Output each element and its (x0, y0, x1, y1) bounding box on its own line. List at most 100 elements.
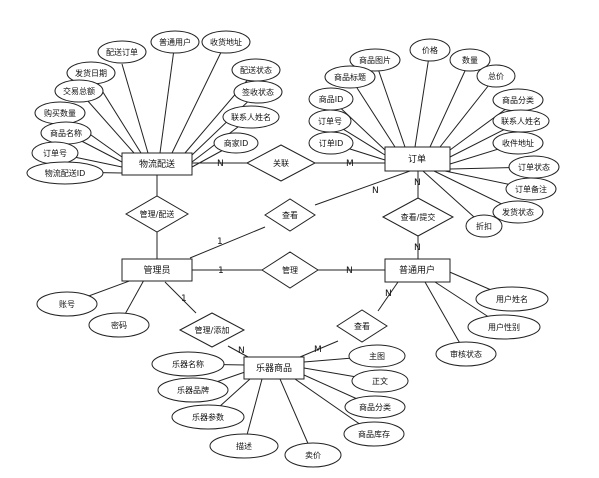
attribute-label: 商品ID (319, 94, 344, 104)
attribute-user-name[interactable]: 用户姓名 (475, 286, 549, 312)
cardinality-label: N (372, 186, 379, 196)
attribute-body-text[interactable]: 正文 (351, 369, 409, 393)
cardinality-label: N (217, 159, 224, 169)
attribute-contact-name[interactable]: 联系人姓名 (222, 105, 280, 129)
entity-label: 乐器商品 (256, 362, 292, 374)
attribute-label: 商品分类 (502, 95, 534, 105)
delivery-attributes: 配送订单 发货日期 交易总额 购买数量 商品名称 订单号 物流配送ID 普通用户… (26, 30, 283, 185)
attribute-label: 用户姓名 (496, 294, 528, 304)
attribute-account[interactable]: 账号 (36, 291, 98, 317)
attribute-label: 商品库存 (358, 429, 390, 439)
relationship-associate[interactable]: 关联 (245, 144, 317, 182)
product-attributes: 乐器名称 乐器品牌 乐器参数 描述 主图 正文 商品分类 商品库存 卖价 (151, 344, 409, 468)
attribute-discount[interactable]: 折扣 (465, 214, 503, 238)
entity-order[interactable]: 订单 (384, 146, 451, 172)
attribute-label: 商品图片 (359, 55, 391, 65)
order-attributes: 商品图片 价格 数量 商品标题 商品ID 订单号 订单ID 总价 商品分类 联系… (308, 38, 560, 238)
attribute-main-image[interactable]: 主图 (348, 344, 406, 368)
attribute-label: 卖价 (305, 451, 321, 460)
attribute-product-name[interactable]: 商品名称 (40, 121, 92, 145)
attribute-label: 密码 (111, 320, 127, 330)
relationship-label: 管理/添加 (195, 325, 230, 335)
attribute-label: 商品名称 (50, 128, 82, 138)
attribute-label: 物流配送ID (45, 168, 86, 178)
cardinality-label: N (385, 289, 392, 299)
attribute-label: 订单备注 (515, 184, 547, 194)
attribute-label: 签收状态 (242, 87, 274, 97)
attribute-ship-status[interactable]: 发货状态 (492, 200, 544, 224)
attribute-label: 数量 (462, 55, 478, 65)
attribute-product-title[interactable]: 商品标题 (324, 65, 376, 89)
attribute-order-number[interactable]: 订单号 (308, 109, 352, 133)
relationship-manage-add[interactable]: 管理/添加 (178, 312, 246, 348)
attribute-order-contact-name[interactable]: 联系人姓名 (492, 109, 550, 133)
attribute-label: 总价 (488, 71, 504, 81)
attribute-label: 发货日期 (75, 68, 107, 78)
attribute-total-price[interactable]: 总价 (476, 64, 516, 88)
attribute-ship-address[interactable]: 收件地址 (492, 131, 544, 155)
attribute-buy-quantity[interactable]: 购买数量 (34, 101, 86, 125)
relationship-label: 关联 (273, 158, 289, 168)
attribute-sign-status[interactable]: 签收状态 (233, 80, 283, 104)
attribute-user-gender[interactable]: 用户性别 (467, 314, 541, 340)
relationship-label: 查看/提交 (401, 212, 436, 222)
attribute-label: 乐器名称 (172, 359, 204, 369)
relationship-view-submit[interactable]: 查看/提交 (381, 197, 455, 237)
cardinality-label: M (314, 345, 322, 355)
cardinality-label: 1 (181, 294, 187, 304)
entity-user[interactable]: 普通用户 (384, 258, 451, 283)
attribute-product-stock[interactable]: 商品库存 (343, 421, 405, 447)
attribute-product-id[interactable]: 商品ID (308, 87, 354, 111)
attribute-label: 配送状态 (240, 65, 272, 75)
attribute-sale-price[interactable]: 卖价 (284, 442, 342, 468)
attribute-description[interactable]: 描述 (209, 433, 279, 459)
relationship-view[interactable]: 查看 (264, 198, 316, 232)
relationship-view-product[interactable]: 查看 (336, 309, 388, 343)
attribute-order-id[interactable]: 订单ID (308, 131, 354, 155)
attribute-label: 价格 (422, 45, 438, 55)
cardinality-label: 1 (217, 237, 223, 247)
attribute-label: 正文 (372, 376, 388, 386)
attribute-product-image[interactable]: 商品图片 (349, 48, 401, 72)
attribute-label: 乐器参数 (192, 412, 224, 422)
attribute-password[interactable]: 密码 (88, 312, 150, 338)
entity-delivery[interactable]: 物流配送 (121, 152, 193, 176)
attribute-product-category[interactable]: 商品分类 (492, 88, 544, 112)
attribute-label: 交易总额 (63, 86, 95, 96)
relationship-label: 查看 (282, 210, 298, 220)
attribute-label: 联系人姓名 (501, 116, 541, 126)
attribute-delivery-order[interactable]: 配送订单 (97, 40, 147, 64)
cardinality-labels: N M N 1 N N 1 N 1 N N M (181, 159, 421, 356)
attribute-order-remark[interactable]: 订单备注 (505, 177, 557, 201)
relationship-manage[interactable]: 管理 (261, 251, 319, 289)
relationship-manage-delivery[interactable]: 管理/配送 (125, 195, 189, 233)
attribute-instrument-name[interactable]: 乐器名称 (151, 351, 225, 377)
cardinality-label: N (346, 266, 353, 276)
attribute-label: 审核状态 (450, 349, 482, 359)
attribute-normal-user[interactable]: 普通用户 (150, 30, 200, 54)
attribute-merchant-id[interactable]: 商家ID (213, 132, 259, 154)
attribute-label: 联系人姓名 (231, 112, 271, 122)
attribute-label: 订单状态 (518, 162, 550, 172)
entity-product[interactable]: 乐器商品 (243, 356, 305, 380)
attribute-delivery-status[interactable]: 配送状态 (231, 58, 281, 82)
attribute-receive-address[interactable]: 收货地址 (201, 30, 251, 54)
attribute-order-status[interactable]: 订单状态 (508, 155, 560, 179)
attribute-instrument-params[interactable]: 乐器参数 (171, 404, 245, 430)
attribute-label: 商品分类 (359, 402, 391, 412)
attribute-price[interactable]: 价格 (409, 38, 451, 62)
entity-admin[interactable]: 管理员 (121, 258, 193, 282)
attribute-quantity[interactable]: 数量 (449, 48, 491, 72)
attribute-label: 描述 (236, 441, 252, 451)
attribute-product-category-2[interactable]: 商品分类 (344, 395, 406, 419)
attribute-instrument-brand[interactable]: 乐器品牌 (157, 377, 229, 403)
attribute-label: 购买数量 (44, 108, 76, 118)
attribute-label: 账号 (59, 300, 75, 309)
attribute-audit-status[interactable]: 审核状态 (435, 341, 497, 367)
attribute-trade-total[interactable]: 交易总额 (54, 79, 104, 103)
relationship-label: 查看 (354, 321, 370, 331)
attribute-order-no[interactable]: 订单号 (31, 141, 79, 165)
attribute-label: 折扣 (476, 221, 492, 231)
attribute-delivery-id[interactable]: 物流配送ID (26, 161, 104, 185)
